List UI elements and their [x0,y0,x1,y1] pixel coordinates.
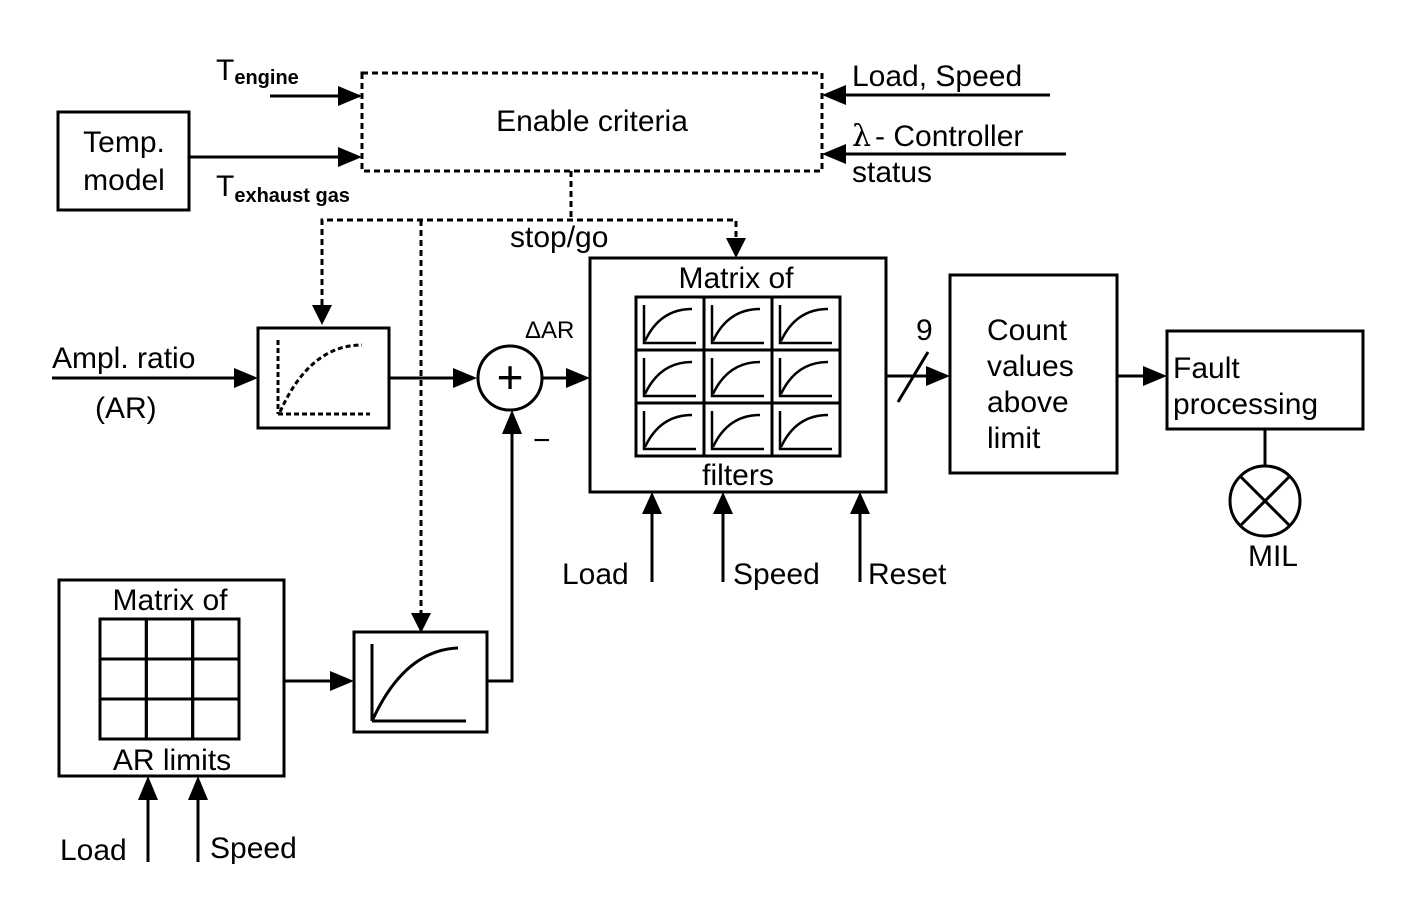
filter-curve-icon [779,360,829,395]
limits-to-sum-line [487,432,514,683]
arrowhead-icon [138,776,158,800]
temp-model-block [56,110,191,212]
enable-criteria-block [360,71,824,173]
delta-ar-label: ΔAR [525,317,574,344]
axes-icon [710,305,764,345]
arrowhead-icon [312,305,332,325]
stop-go-bus [320,218,738,305]
stop-go-label: stop/go [510,221,608,254]
filter-speed-label: Speed [733,558,820,591]
dashed-curve-icon [276,340,370,416]
axes-icon [778,411,832,451]
plus-icon: + [497,351,524,403]
mil-label: MIL [1248,540,1298,573]
axes-icon [778,358,832,398]
ar-abbrev-label: (AR) [95,392,157,425]
count-label-1: Count [987,314,1068,347]
count-label-3: above [987,386,1069,419]
arrowhead-icon [502,410,522,434]
ampl-ratio-label: Ampl. ratio [52,342,195,375]
filter-curve-icon [711,413,761,448]
count-label-4: limit [987,422,1041,455]
ar-limits-title: Matrix of [112,584,228,617]
fault-processing-block [1165,329,1365,431]
arrowhead-icon [822,85,846,105]
arrowhead-icon [188,776,208,800]
arrowhead-icon [566,368,590,388]
axes-icon [710,411,764,451]
axes-icon [642,358,696,398]
minus-sign: − [533,424,551,457]
arrowhead-icon [642,492,662,514]
bus-width-label: 9 [916,314,933,347]
t-exhaust-label: Texhaust gas [216,170,350,207]
filter-curve-icon [643,413,693,448]
filter-load-label: Load [562,558,629,591]
count-values-block [948,273,1119,475]
filter-curve-icon [711,307,761,342]
temp-model-label-2: model [83,164,165,197]
arrowhead-icon [726,238,746,258]
temp-model-label-1: Temp. [83,126,165,159]
count-label-2: values [987,350,1074,383]
arrowhead-icon [713,492,733,514]
filter-curve-icon [779,307,829,342]
load-speed-label: Load, Speed [852,60,1022,93]
arrowhead-icon [338,147,362,167]
arrowhead-icon [453,368,477,388]
limits-load-label: Load [60,834,127,867]
curve-icon [370,644,466,723]
filter-matrix-title: Matrix of [678,262,794,295]
filter-curve-icon [779,413,829,448]
ar-limits-subtitle: AR limits [113,744,231,777]
filter-curve-icon [643,307,693,342]
filter-grid [634,295,842,458]
ar-limit-cell [191,697,241,741]
fault-label-2: processing [1173,388,1318,421]
filter-cell [770,401,842,458]
filter-curve-icon [711,360,761,395]
filter-curve-icon [643,360,693,395]
limits-speed-label: Speed [210,832,297,865]
filter-reset-label: Reset [868,558,947,591]
arrowhead-icon [411,613,431,633]
axes-icon [642,305,696,345]
lambda-status-label: status [852,156,932,189]
ar-limits-block [57,578,286,778]
fault-label-1: Fault [1173,352,1240,385]
axes-icon [778,305,832,345]
mil-lamp-icon [1228,464,1302,538]
arrowhead-icon [234,368,258,388]
lambda-controller-label: λ- Controller [852,119,1023,154]
arrowhead-icon [850,492,870,514]
filter-matrix-subtitle: filters [702,459,774,492]
axes-icon [642,411,696,451]
arrowhead-icon [338,86,362,106]
arrowhead-icon [1143,366,1167,386]
arrowhead-icon [926,366,950,386]
axes-icon [710,358,764,398]
enable-criteria-label: Enable criteria [496,105,688,138]
bus-slash [896,351,930,403]
t-engine-label: Tengine [216,54,299,89]
arrowhead-icon [330,671,354,691]
ar-limits-grid [98,617,241,741]
arrowhead-icon [822,144,846,164]
